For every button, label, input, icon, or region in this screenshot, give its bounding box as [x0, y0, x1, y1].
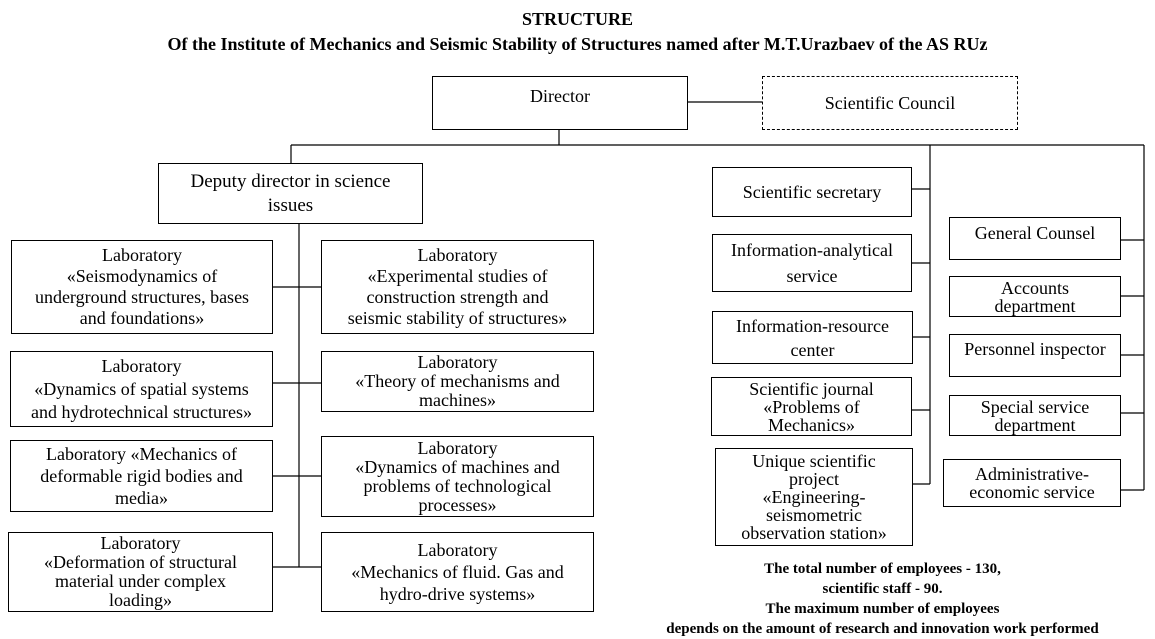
info-resource-box: Information-resource center — [712, 311, 913, 364]
deputy-director-box: Deputy director in science issues — [158, 163, 423, 224]
scientific-council-label: Scientific Council — [824, 92, 956, 113]
director-box: Director — [432, 76, 688, 130]
info-analytical-box: Information-analytical service — [712, 234, 912, 292]
lab-mechanisms-label: Laboratory «Theory of mechanisms and mac… — [355, 352, 560, 410]
personnel-inspector-box: Personnel inspector — [949, 334, 1121, 377]
lab-seismodynamics-label: Laboratory «Seismodynamics of undergroun… — [34, 245, 250, 328]
deputy-director-label: Deputy director in science issues — [190, 170, 391, 216]
lab-deformation-box: Laboratory «Deformation of structural ma… — [8, 532, 273, 612]
page-subtitle: Of the Institute of Mechanics and Seismi… — [167, 34, 988, 54]
scientific-secretary-box: Scientific secretary — [712, 167, 912, 217]
employees-note: The total number of employees - 130, sci… — [666, 561, 1099, 637]
scientific-council-box: Scientific Council — [762, 76, 1018, 130]
accounts-department-box: Accounts department — [949, 276, 1121, 317]
special-service-box: Special service department — [949, 395, 1121, 436]
general-counsel-label: General Counsel — [974, 223, 1096, 243]
scientific-secretary-label: Scientific secretary — [742, 181, 882, 202]
info-resource-label: Information-resource center — [736, 315, 889, 360]
lab-mechanisms-box: Laboratory «Theory of mechanisms and mac… — [321, 351, 594, 412]
journal-label: Scientific journal «Problems of Mechanic… — [749, 378, 874, 435]
lab-deformation-label: Laboratory «Deformation of structural ma… — [44, 533, 237, 610]
lab-deformable-label: Laboratory «Mechanics of deformable rigi… — [40, 444, 243, 508]
lab-deformable-box: Laboratory «Mechanics of deformable rigi… — [10, 440, 273, 512]
lab-seismodynamics-box: Laboratory «Seismodynamics of undergroun… — [11, 240, 273, 334]
admin-economic-box: Administrative- economic service — [943, 459, 1121, 507]
journal-box: Scientific journal «Problems of Mechanic… — [711, 377, 912, 436]
lab-fluid-box: Laboratory «Mechanics of fluid. Gas and … — [321, 532, 594, 612]
lab-dynamics-machines-box: Laboratory «Dynamics of machines and pro… — [321, 436, 594, 517]
lab-experimental-label: Laboratory «Experimental studies of cons… — [347, 245, 568, 328]
special-service-label: Special service department — [980, 396, 1090, 435]
lab-spatial-box: Laboratory «Dynamics of spatial systems … — [10, 351, 273, 427]
lab-dynamics-machines-label: Laboratory «Dynamics of machines and pro… — [355, 437, 560, 515]
personnel-inspector-label: Personnel inspector — [964, 339, 1106, 359]
page-title: STRUCTURE — [521, 9, 634, 29]
lab-spatial-label: Laboratory «Dynamics of spatial systems … — [31, 355, 252, 422]
accounts-department-label: Accounts department — [994, 277, 1076, 316]
lab-experimental-box: Laboratory «Experimental studies of cons… — [321, 240, 594, 334]
info-analytical-label: Information-analytical service — [731, 240, 893, 286]
admin-economic-label: Administrative- economic service — [969, 464, 1095, 502]
unique-project-box: Unique scientific project «Engineering- … — [715, 448, 913, 546]
lab-fluid-label: Laboratory «Mechanics of fluid. Gas and … — [351, 540, 564, 604]
unique-project-label: Unique scientific project «Engineering- … — [741, 451, 887, 543]
director-label: Director — [530, 86, 590, 106]
general-counsel-box: General Counsel — [949, 217, 1121, 260]
